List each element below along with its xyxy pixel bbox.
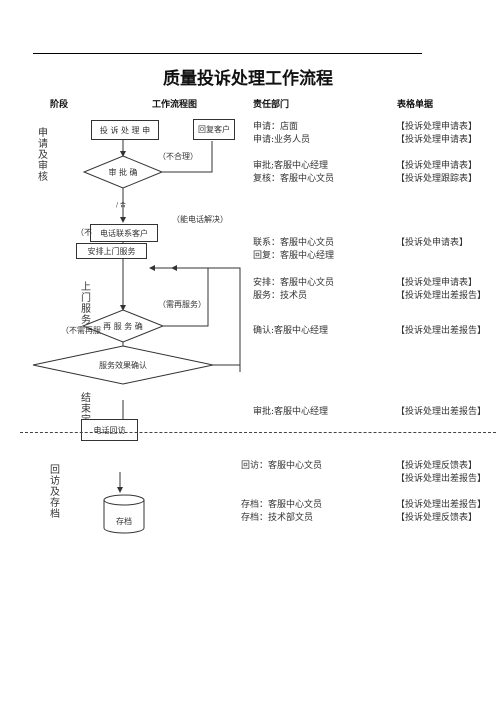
section-divider [20,432,496,433]
header-forms: 表格单据 [397,100,434,110]
note-no-need-again: （不需再服 [61,326,101,335]
stage-service: 上 门 服 务 [81,282,91,326]
forms-contact: 【投诉处申请表】 [396,238,469,248]
resp-contact: 联系：客服中心文员 回复：客服中心经理 [253,238,335,261]
forms-service: 【投诉处理申请表】 【投诉处理出差报告】 [396,278,487,301]
arrange-visit-box: 安排上门服务 [76,243,147,259]
resp-approve: 审批:客服中心经理 [253,407,329,417]
header-stage: 阶段 [50,100,69,110]
header-flow: 工作流程图 [152,100,198,110]
note-unreasonable: （不合理） [158,152,198,161]
review-diamond [82,155,164,189]
header-dept: 责任部门 [253,100,290,110]
review-diamond-label: 审 批 确 [108,167,137,177]
note-no-mark: （不 [76,228,92,237]
reconfirm-diamond-label: 再 服 务 确 [103,321,143,331]
forms-revisit: 【投诉处理反馈表】 【投诉处理出差报告】 [396,461,487,484]
stage-revisit: 回 访 及 存 档 [50,465,60,520]
note-phone-solved: （能电话解决） [172,215,228,224]
resp-confirm: 确认:客服中心经理 [253,326,329,336]
loop-need-again [149,265,209,327]
resp-revisit: 回访：客服中心文员 [241,461,323,471]
note-need-again: （需再服务） [158,300,206,309]
stage-apply: 申 请 及 审 核 [38,128,48,183]
forms-review: 【投诉处理申请表】 【投诉处理跟踪表】 [396,161,478,184]
page-title: 质量投诉处理工作流程 [163,69,333,89]
resp-apply: 申请：店面 申请:业务人员 [253,122,311,145]
forms-apply: 【投诉处理申请表】 【投诉处理申请表】 [396,122,478,145]
reconfirm-diamond [81,309,165,343]
top-rule [33,53,422,54]
complaint-box: 投 诉 处 理 申 [91,120,159,140]
resp-service: 安排：客服中心文员 服务：技术员 [253,278,335,301]
line-reply-to-review [162,141,213,173]
forms-approve: 【投诉处理出差报告】 [396,407,487,417]
archive-cylinder [103,494,145,534]
note-small-mark: / 合 [116,202,126,209]
phone-revisit-box: 电话回访 [81,419,138,441]
archive-label: 存档 [116,516,132,526]
forms-archive: 【投诉处理出差报告】 【投诉处理反馈表】 [396,500,487,523]
resp-review: 审批;客服中心经理 复核：客服中心文员 [253,161,335,184]
resp-archive: 存档：客服中心文员 存档：技术部文员 [241,500,323,523]
reply-customer-box: 回复客户 [193,119,235,140]
effect-diamond-label: 服务效果确认 [99,360,147,370]
forms-confirm: 【投诉处理出差报告】 [396,326,487,336]
loop-effect-feedback [171,265,241,372]
effect-diamond [32,345,214,385]
call-customer-box: 电话联系客户 [90,224,158,242]
